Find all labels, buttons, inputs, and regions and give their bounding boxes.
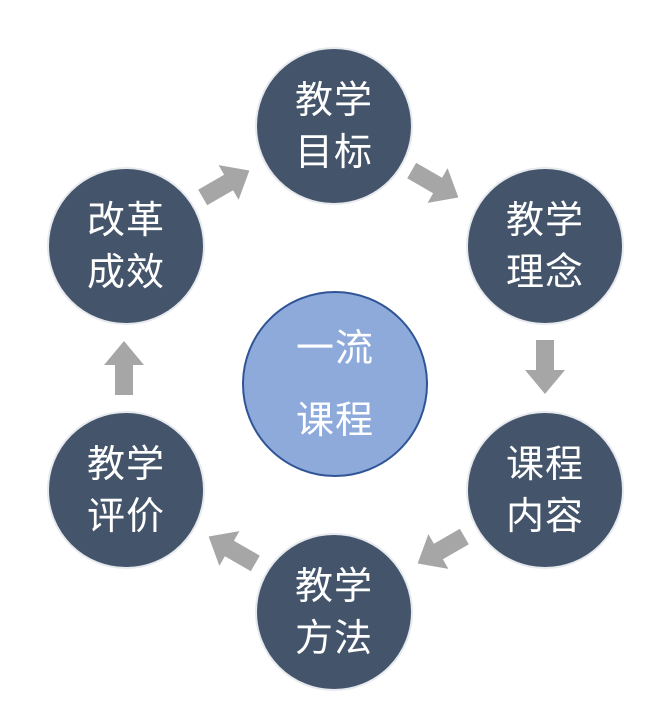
arrow-icon xyxy=(193,153,260,215)
node-label-line2: 成效 xyxy=(86,250,165,294)
center-label-line1: 一流 xyxy=(295,326,374,370)
node-teaching-philosophy: 教学 理念 xyxy=(466,167,624,325)
node-label-line2: 内容 xyxy=(505,494,584,538)
arrow-icon xyxy=(402,153,469,215)
node-label-line1: 改革 xyxy=(86,198,165,242)
arrow-icon xyxy=(408,519,475,581)
node-label-line2: 方法 xyxy=(294,616,373,660)
node-label-line1: 教学 xyxy=(505,198,584,242)
arrow-icon xyxy=(199,519,266,581)
node-label-line2: 评价 xyxy=(86,494,165,538)
node-label-line2: 目标 xyxy=(294,130,373,174)
node-course-content: 课程 内容 xyxy=(466,411,624,569)
node-teaching-evaluation: 教学 评价 xyxy=(47,411,205,569)
node-teaching-objectives: 教学 目标 xyxy=(255,47,413,205)
center-circle: 一流 课程 xyxy=(242,291,428,477)
node-label-line1: 教学 xyxy=(294,78,373,122)
center-label-line2: 课程 xyxy=(295,398,374,442)
arrow-icon xyxy=(104,341,144,395)
node-label-line1: 教学 xyxy=(294,564,373,608)
arrow-icon xyxy=(525,340,565,394)
node-label-line2: 理念 xyxy=(505,250,584,294)
node-label-line1: 教学 xyxy=(86,442,165,486)
node-label-line1: 课程 xyxy=(505,442,584,486)
node-teaching-methods: 教学 方法 xyxy=(255,533,413,691)
node-reform-results: 改革 成效 xyxy=(47,167,205,325)
